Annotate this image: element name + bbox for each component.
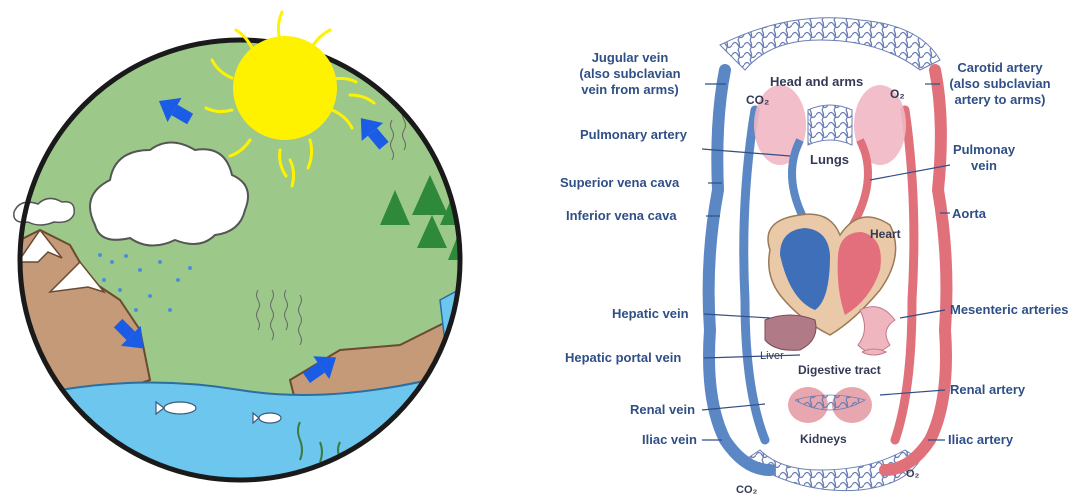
label-co2-top: CO₂ (746, 92, 769, 108)
label-iliac-vein: Iliac vein (642, 432, 697, 448)
label-lungs: Lungs (810, 152, 849, 168)
fish-1 (164, 402, 196, 414)
label-renal-vein: Renal vein (630, 402, 695, 418)
label-mesenteric-arteries: Mesenteric arteries (950, 302, 1069, 318)
label-iliac-artery: Iliac artery (948, 432, 1013, 448)
label-renal-artery: Renal artery (950, 382, 1025, 398)
label-hepatic-vein: Hepatic vein (612, 306, 689, 322)
label-carotid-artery: Carotid artery (also subclavian artery t… (938, 60, 1062, 108)
label-pulmonary-artery: Pulmonary artery (580, 127, 687, 143)
label-jugular-vein: Jugular vein (also subclavian vein from … (568, 50, 692, 98)
label-superior-vena-cava: Superior vena cava (560, 175, 679, 191)
digestive-tract (858, 307, 895, 355)
fish-2 (259, 413, 281, 423)
label-hepatic-portal-vein: Hepatic portal vein (565, 350, 681, 366)
label-co2-bottom: CO₂ (736, 482, 757, 498)
liver (765, 315, 816, 350)
lake (20, 375, 470, 480)
label-head-and-arms: Head and arms (770, 74, 863, 90)
label-heart: Heart (870, 226, 901, 242)
capillaries-lungs (808, 105, 852, 145)
capillaries-head (720, 18, 940, 70)
label-pulmonary-vein: Pulmonay vein (948, 142, 1020, 174)
label-o2-top: O₂ (890, 86, 905, 102)
water-cycle-diagram (0, 0, 500, 500)
label-digestive-tract: Digestive tract (798, 362, 881, 378)
label-liver: Liver (760, 348, 784, 364)
label-o2-bottom: O₂ (906, 466, 919, 482)
label-aorta: Aorta (952, 206, 986, 222)
label-inferior-vena-cava: Inferior vena cava (566, 208, 677, 224)
label-kidneys: Kidneys (800, 431, 847, 447)
